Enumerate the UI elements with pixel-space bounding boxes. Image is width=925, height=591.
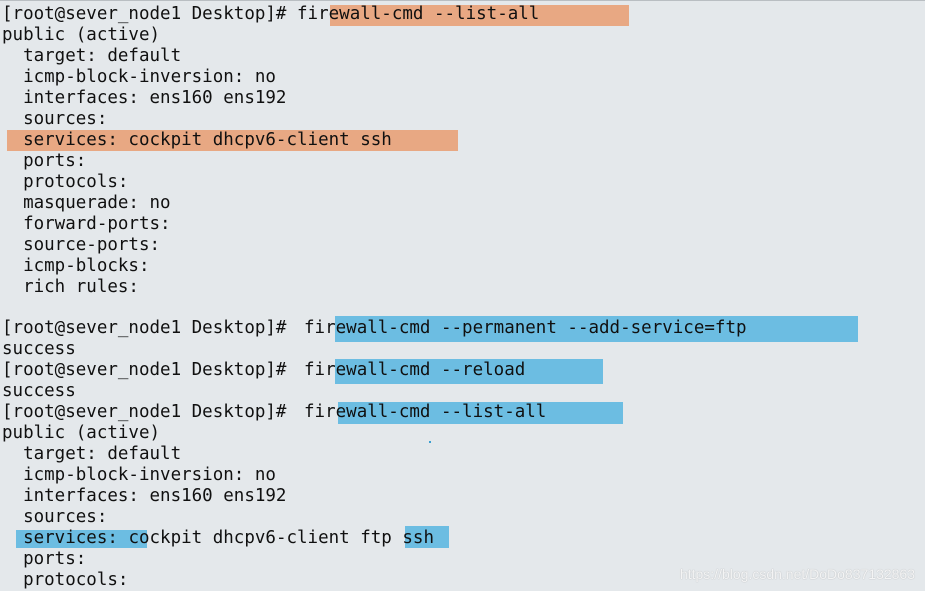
output-icmp-blocks: icmp-blocks: xyxy=(2,256,150,276)
shell-prompt: [root@sever_node1 Desktop]# xyxy=(2,360,298,380)
output-services: services: cockpit dhcpv6-client ssh xyxy=(2,130,392,150)
output-zone: public (active) xyxy=(2,423,161,443)
highlight-command-1 xyxy=(330,5,629,26)
output-ports: ports: xyxy=(2,549,87,569)
watermark-text: https://blog.csdn.net/DoDo837132863 xyxy=(679,566,915,582)
highlight-services-label-2 xyxy=(16,530,147,548)
output-protocols: protocols: xyxy=(2,570,129,590)
output-sources: sources: xyxy=(2,507,108,527)
terminal-line: [root@sever_node1 Desktop]# firewall-cmd… xyxy=(2,402,546,423)
highlight-ftp xyxy=(405,526,449,548)
output-icmp-block-inversion: icmp-block-inversion: no xyxy=(2,67,276,87)
command-text: firewall-cmd --reload xyxy=(304,360,526,380)
services-label: services: xyxy=(2,528,129,548)
output-protocols: protocols: xyxy=(2,172,129,192)
terminal-line: [root@sever_node1 Desktop]# firewall-cmd… xyxy=(2,4,539,25)
stray-dot xyxy=(429,441,431,443)
output-target: target: default xyxy=(2,46,182,66)
output-result: success xyxy=(2,339,76,359)
output-services: services: cockpit dhcpv6-client ftp ssh xyxy=(2,528,434,549)
output-result: success xyxy=(2,381,76,401)
output-source-ports: source-ports: xyxy=(2,235,161,255)
services-ssh: ssh xyxy=(391,528,434,548)
shell-prompt: [root@sever_node1 Desktop]# xyxy=(2,4,298,24)
terminal-line: [root@sever_node1 Desktop]# firewall-cmd… xyxy=(2,318,747,339)
highlight-command-list-all-2 xyxy=(338,402,623,424)
output-target: target: default xyxy=(2,444,182,464)
services-new-ftp: ftp xyxy=(360,528,392,548)
output-rich-rules: rich rules: xyxy=(2,277,139,297)
output-interfaces: interfaces: ens160 ens192 xyxy=(2,88,287,108)
services-existing: cockpit dhcpv6-client xyxy=(128,528,361,548)
output-zone: public (active) xyxy=(2,25,161,45)
output-masquerade: masquerade: no xyxy=(2,193,171,213)
shell-prompt: [root@sever_node1 Desktop]# xyxy=(2,318,298,338)
window-top-edge xyxy=(0,0,925,1)
output-icmp-block-inversion: icmp-block-inversion: no xyxy=(2,465,276,485)
highlight-command-add-service xyxy=(335,316,858,342)
command-text: firewall-cmd --permanent --add-service=f… xyxy=(304,318,747,338)
terminal-line: [root@sever_node1 Desktop]# firewall-cmd… xyxy=(2,360,525,381)
highlight-command-reload xyxy=(335,359,603,384)
output-interfaces: interfaces: ens160 ens192 xyxy=(2,486,287,506)
command-text: firewall-cmd --list-all xyxy=(297,4,540,24)
output-sources: sources: xyxy=(2,109,108,129)
output-ports: ports: xyxy=(2,151,87,171)
highlight-services-1 xyxy=(7,130,458,151)
output-forward-ports: forward-ports: xyxy=(2,214,171,234)
command-text: firewall-cmd --list-all xyxy=(304,402,547,422)
shell-prompt: [root@sever_node1 Desktop]# xyxy=(2,402,298,422)
